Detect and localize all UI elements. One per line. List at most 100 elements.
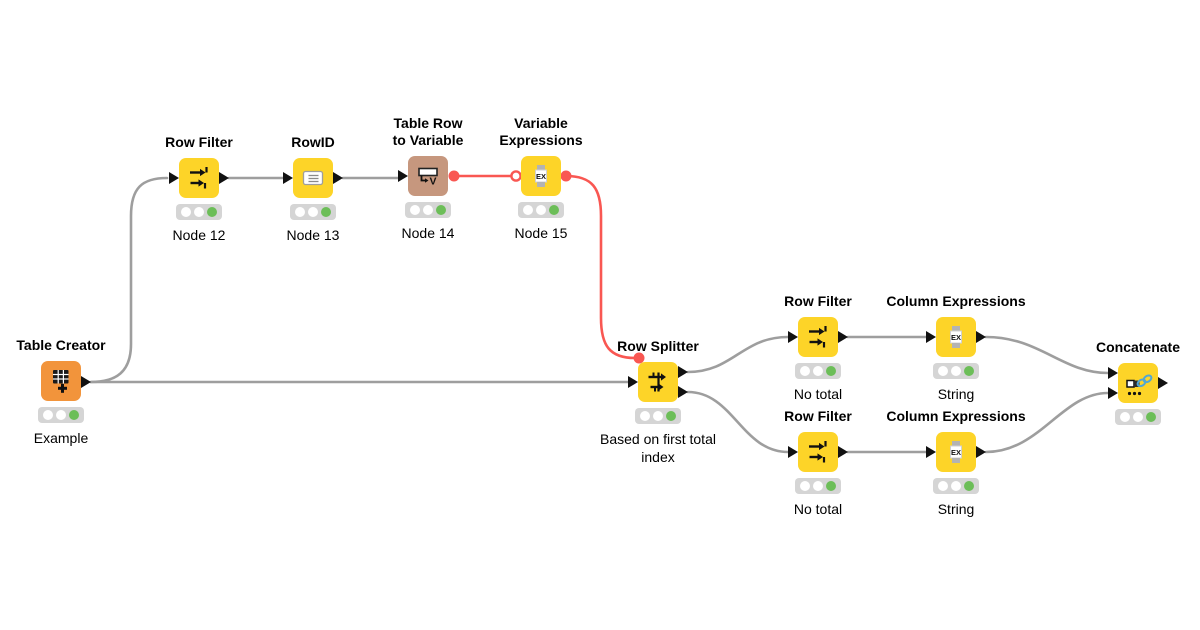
node-row-filter-12[interactable]: Row Filter Node 12 [165, 134, 233, 243]
port-column-expressions-top-out[interactable] [976, 331, 986, 343]
node-body-table-creator[interactable] [41, 361, 81, 401]
connection-variable-expressions-15-to-row-splitter[interactable] [564, 174, 637, 360]
status-light-yellow [1133, 412, 1143, 422]
node-label: String [937, 501, 975, 517]
status-traffic-light [290, 204, 336, 220]
status-light-red [640, 411, 650, 421]
status-light-green [549, 205, 559, 215]
node-label: Example [33, 430, 89, 446]
status-traffic-light [1115, 409, 1161, 425]
node-body-variable-expressions-15[interactable]: EX [521, 156, 561, 196]
port-row-filter-top-out[interactable] [838, 331, 848, 343]
status-light-yellow [813, 481, 823, 491]
status-light-yellow [194, 207, 204, 217]
svg-text:V: V [429, 176, 436, 188]
status-light-green [321, 207, 331, 217]
node-label: Node 13 [286, 227, 340, 243]
node-rowid-13[interactable]: RowID Node 13 [287, 134, 340, 243]
port-rowid-13-in[interactable] [283, 172, 293, 184]
port-table-row-to-variable-14-in[interactable] [398, 170, 408, 182]
node-column-expressions-top[interactable]: Column Expressions EX String [886, 293, 1025, 402]
expressions-icon: EX [950, 326, 962, 348]
status-light-yellow [653, 411, 663, 421]
status-light-yellow [56, 410, 66, 420]
node-title: Column Expressions [886, 408, 1026, 424]
row-splitter-icon [648, 372, 666, 392]
node-label: String [937, 386, 975, 402]
row-filter-icon [809, 326, 827, 348]
port-row-splitter-in[interactable] [628, 376, 638, 388]
port-row-filter-bottom-out[interactable] [838, 446, 848, 458]
status-light-yellow [813, 366, 823, 376]
status-light-red [800, 481, 810, 491]
status-light-green [69, 410, 79, 420]
status-traffic-light [795, 478, 841, 494]
node-table-row-to-variable-14[interactable]: Table Row to Variable V Node 14 [393, 115, 464, 241]
expressions-icon: EX [535, 165, 547, 187]
status-light-green [666, 411, 676, 421]
node-column-expressions-bottom[interactable]: Column Expressions EX String [886, 408, 1025, 517]
node-title: Row Filter [784, 408, 852, 424]
node-label: No total [793, 386, 843, 402]
status-light-yellow [536, 205, 546, 215]
port-table-creator-out[interactable] [81, 376, 91, 388]
node-body-row-filter-top[interactable] [798, 317, 838, 357]
node-body-rowid-13[interactable] [293, 158, 333, 198]
status-light-red [43, 410, 53, 420]
node-title: Table Row to Variable [392, 115, 464, 148]
row-filter-icon [190, 167, 208, 189]
connection-row-splitter-to-row-filter-bottom[interactable] [686, 390, 790, 454]
node-row-filter-bottom[interactable]: Row Filter No total [784, 408, 852, 517]
connection-row-splitter-to-row-filter-top[interactable] [686, 335, 790, 374]
port-column-expressions-bottom-out[interactable] [976, 446, 986, 458]
status-light-green [964, 481, 974, 491]
node-title: Variable Expressions [499, 115, 583, 148]
port-rowid-13-out[interactable] [333, 172, 343, 184]
node-variable-expressions-15[interactable]: Variable Expressions EX Node 15 [499, 115, 582, 241]
node-body-concatenate[interactable] [1118, 363, 1158, 403]
connection-column-expressions-bottom-to-concatenate[interactable] [984, 391, 1110, 454]
status-light-red [938, 366, 948, 376]
port-column-expressions-top-in[interactable] [926, 331, 936, 343]
port-concatenate-out[interactable] [1158, 377, 1168, 389]
varport-variable-expressions-15-in[interactable] [510, 170, 522, 182]
port-row-filter-bottom-in[interactable] [788, 446, 798, 458]
port-row-filter-top-in[interactable] [788, 331, 798, 343]
status-traffic-light [518, 202, 564, 218]
port-row-filter-12-in[interactable] [169, 172, 179, 184]
node-row-filter-top[interactable]: Row Filter No total [784, 293, 852, 402]
node-body-column-expressions-top[interactable]: EX [936, 317, 976, 357]
status-light-green [207, 207, 217, 217]
node-concatenate[interactable]: Concatenate [1096, 339, 1180, 425]
varport-variable-expressions-15-out[interactable] [560, 170, 572, 182]
port-concatenate-in-top[interactable] [1108, 367, 1118, 379]
node-label: Based on first total index [600, 431, 716, 465]
status-light-green [964, 366, 974, 376]
varport-row-splitter-in[interactable] [633, 352, 645, 364]
node-title: Table Creator [16, 337, 106, 353]
status-light-green [1146, 412, 1156, 422]
connection-column-expressions-top-to-concatenate[interactable] [984, 335, 1110, 375]
varport-table-row-to-variable-14-out[interactable] [448, 170, 460, 182]
node-body-row-filter-12[interactable] [179, 158, 219, 198]
node-body-row-filter-bottom[interactable] [798, 432, 838, 472]
port-column-expressions-bottom-in[interactable] [926, 446, 936, 458]
status-traffic-light [405, 202, 451, 218]
connection-table-creator-to-row-filter-12[interactable] [89, 176, 169, 384]
node-row-splitter[interactable]: Row Splitter Based on first total index [600, 338, 716, 465]
port-row-splitter-out-top[interactable] [678, 366, 688, 378]
node-body-column-expressions-bottom[interactable]: EX [936, 432, 976, 472]
port-row-splitter-out-bottom[interactable] [678, 386, 688, 398]
concatenate-icon [1126, 374, 1153, 396]
node-title: Concatenate [1095, 339, 1181, 355]
status-light-red [800, 366, 810, 376]
status-traffic-light [176, 204, 222, 220]
port-row-filter-12-out[interactable] [219, 172, 229, 184]
node-table-creator[interactable]: Table Creator Example [16, 337, 105, 446]
node-body-table-row-to-variable-14[interactable]: V [408, 156, 448, 196]
node-body-row-splitter[interactable] [638, 362, 678, 402]
port-concatenate-in-bottom[interactable] [1108, 387, 1118, 399]
rowid-icon [302, 170, 324, 186]
node-title: Row Splitter [617, 338, 699, 354]
